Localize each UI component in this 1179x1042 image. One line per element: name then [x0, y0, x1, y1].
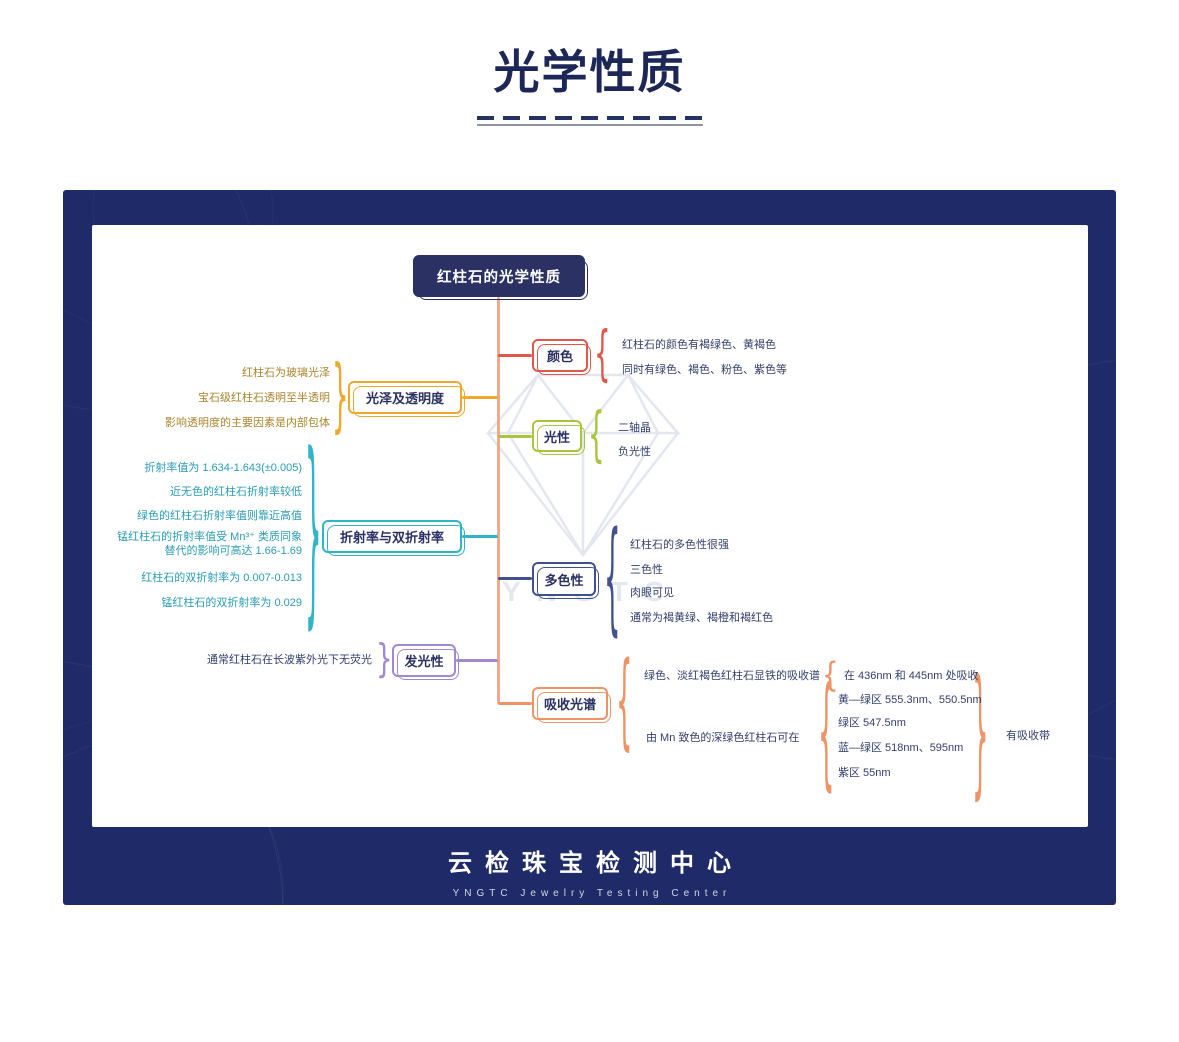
- pleochroism-item-1: 红柱石的多色性很强: [630, 539, 729, 551]
- underline-shadow: [476, 124, 703, 126]
- branch-label: 吸收光谱: [543, 697, 596, 712]
- branch-label: 多色性: [544, 572, 584, 588]
- page-title: 光学性质: [493, 46, 686, 98]
- connector-absorption: [498, 702, 532, 705]
- color-item-1: 红柱石的颜色有褐绿色、黄褐色: [622, 339, 776, 351]
- connector-luminescence: [456, 659, 498, 662]
- pleochroism-item-2: 三色性: [630, 564, 663, 576]
- brand-name: 云检珠宝检测中心: [448, 850, 744, 877]
- group-brace-icon: [305, 435, 319, 638]
- color-item-2: 同时有绿色、褐色、粉色、紫色等: [622, 364, 787, 376]
- branch-node-color: 颜色: [532, 339, 591, 375]
- branch-label: 颜色: [546, 349, 573, 364]
- connector-luster: [462, 396, 498, 399]
- mindmap-card: YNGTC 红柱石的光学性质 颜色 红柱石的颜色有褐绿色、黄褐色 同时有绿色、褐…: [92, 225, 1088, 827]
- group-brace-icon: [588, 406, 602, 466]
- absorption-mn-text: 由 Mn 致色的深绿色红柱石可在: [646, 732, 800, 744]
- root-node: 红柱石的光学性质: [413, 255, 588, 300]
- footer-branding: 云检珠宝检测中心 YNGTC Jewelry Testing Center: [63, 843, 1116, 899]
- absorption-iron-text: 绿色、淡红褐色红柱石显铁的吸收谱: [644, 670, 820, 682]
- absorption-band-2: 绿区 547.5nm: [838, 717, 906, 729]
- connector-pleochroism: [498, 577, 532, 580]
- pleochroism-item-3: 肉眼可见: [630, 587, 674, 599]
- closing-brace-icon: [972, 666, 986, 806]
- luster-item-3: 影响透明度的主要因素是内部包体: [165, 417, 330, 429]
- optic-item-1: 二轴晶: [618, 422, 651, 434]
- title-underline: [476, 116, 703, 126]
- branch-label: 光性: [543, 429, 570, 445]
- luminescence-item-1: 通常红柱石在长波紫外光下无荧光: [207, 654, 372, 666]
- root-node-label: 红柱石的光学性质: [437, 269, 561, 286]
- ri-item-3: 绿色的红柱石折射率值则靠近高值: [137, 510, 302, 522]
- ri-item-5: 红柱石的双折射率为 0.007-0.013: [141, 572, 302, 584]
- branch-node-ri: 折射率与双折射率: [322, 520, 465, 556]
- ri-item-4: 锰红柱石的折射率值受 Mn³⁺ 类质同象 替代的影响可高达 1.66-1.69: [117, 531, 302, 557]
- branch-node-pleochroism: 多色性: [532, 562, 599, 599]
- branch-label: 折射率与双折射率: [339, 530, 444, 545]
- connector-optic: [498, 435, 532, 438]
- optic-item-2: 负光性: [618, 446, 651, 458]
- absorption-band-3: 蓝—绿区 518nm、595nm: [838, 742, 964, 754]
- trunk-line: [497, 297, 500, 704]
- absorption-note: 有吸收带: [1006, 730, 1050, 742]
- page-header: 光学性质: [0, 36, 1179, 126]
- luster-item-1: 红柱石为玻璃光泽: [242, 367, 330, 379]
- connector-color: [498, 354, 532, 357]
- pleochroism-item-4: 通常为褐黄绿、褐橙和褐红色: [630, 612, 773, 624]
- group-brace-icon: [332, 357, 346, 438]
- branch-node-absorption: 吸收光谱: [532, 687, 611, 723]
- dashed-line: [476, 116, 703, 120]
- branch-node-luster: 光泽及透明度: [348, 381, 465, 417]
- absorption-iron-detail: 在 436nm 和 445nm 处吸收: [844, 670, 979, 682]
- branch-label: 光泽及透明度: [365, 391, 444, 406]
- branch-node-luminescence: 发光性: [392, 644, 459, 680]
- branch-label: 发光性: [404, 654, 444, 669]
- diamond-icon: [485, 373, 681, 558]
- sub-brace-icon: [818, 675, 832, 797]
- brand-subtitle: YNGTC Jewelry Testing Center: [452, 888, 732, 899]
- ri-item-6: 锰红柱石的双折射率为 0.029: [161, 597, 302, 609]
- mindmap-panel: YNGTC 红柱石的光学性质 颜色 红柱石的颜色有褐绿色、黄褐色 同时有绿色、褐…: [63, 190, 1116, 905]
- group-brace-icon: [604, 520, 618, 642]
- group-brace-icon: [376, 641, 390, 680]
- luster-item-2: 宝石级红柱石透明至半透明: [198, 392, 330, 404]
- connector-ri: [462, 535, 498, 538]
- ri-item-1: 折射率值为 1.634-1.643(±0.005): [144, 462, 302, 474]
- branch-node-optic: 光性: [532, 420, 585, 455]
- absorption-band-4: 紫区 55nm: [838, 767, 891, 779]
- absorption-band-1: 黄—绿区 555.3nm、550.5nm: [838, 694, 982, 706]
- group-brace-icon: [594, 325, 608, 385]
- ri-item-2: 近无色的红柱石折射率较低: [170, 486, 302, 498]
- group-brace-icon: [616, 652, 630, 756]
